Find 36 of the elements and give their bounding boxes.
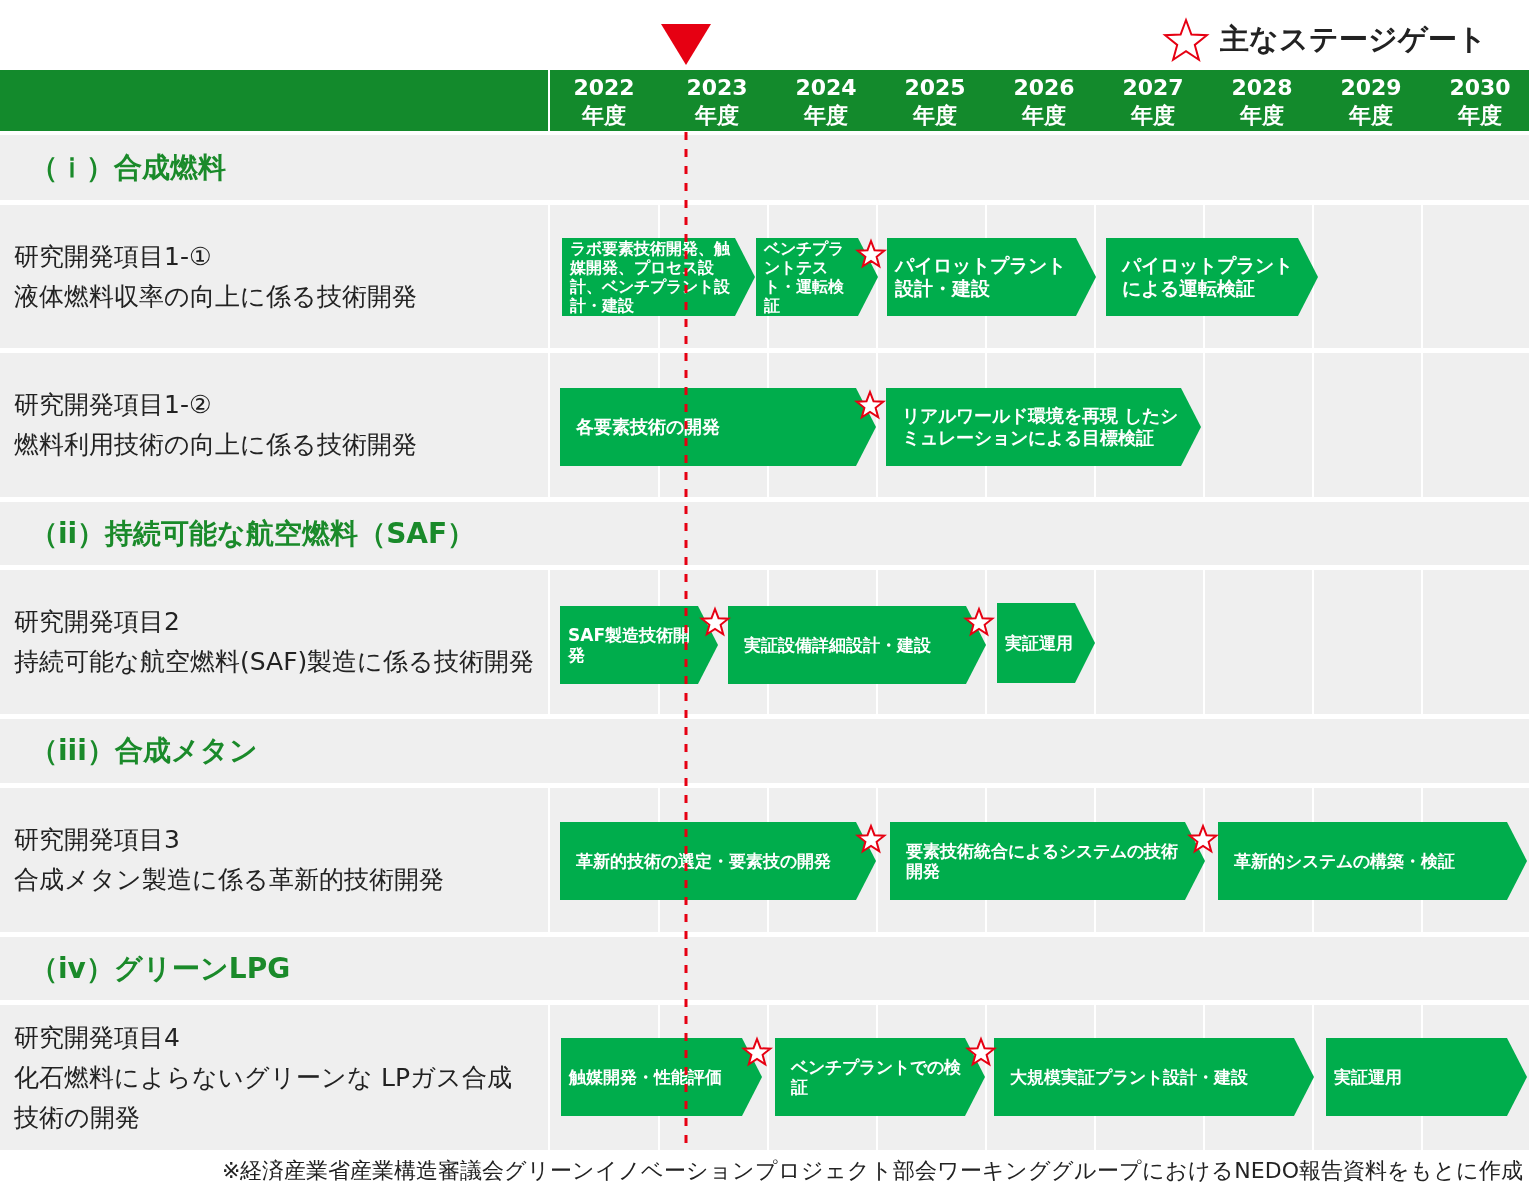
item-title: 燃料利用技術の向上に係る技術開発 <box>14 429 418 461</box>
year-label: 2029年度 <box>1340 74 1402 130</box>
item-number-heading: 研究開発項目1-② <box>14 389 213 421</box>
process-chevron: 実証運用 <box>997 603 1095 683</box>
year-label: 2024年度 <box>795 74 857 130</box>
process-chevron: 要素技術統合によるシステムの技術開発 <box>890 822 1205 900</box>
section-heading-band: （ｉ）合成燃料 <box>0 135 1529 200</box>
process-chevron: ベンチプラントテスト・運転検証 <box>756 238 878 316</box>
year-label: 2026年度 <box>1013 74 1075 130</box>
process-chevron: 実証設備詳細設計・建設 <box>728 606 986 684</box>
item-number-heading: 研究開発項目2 <box>14 606 181 638</box>
process-chevron: 実証運用 <box>1326 1038 1527 1116</box>
item-number-heading: 研究開発項目3 <box>14 824 181 856</box>
item-title: 液体燃料収率の向上に係る技術開発 <box>14 280 418 313</box>
section-heading-band: （ii）持続可能な航空燃料（SAF） <box>0 502 1529 565</box>
section-heading-band: （iv）グリーンLPG <box>0 937 1529 1000</box>
year-label: 2025年度 <box>904 74 966 130</box>
process-chevron: パイロットプラント設計・建設 <box>887 238 1096 316</box>
process-chevron: リアルワールド環境を再現 したシミュレーションによる目標検証 <box>886 388 1201 466</box>
process-chevron: 革新的システムの構築・検証 <box>1218 822 1527 900</box>
year-label: 2022年度 <box>573 74 635 130</box>
year-label: 2027年度 <box>1122 74 1184 130</box>
source-note: ※経済産業省産業構造審議会グリーンイノベーションプロジェクト部会ワーキンググループにおけるNEDO報告資料をもとに作成 <box>221 1157 1523 1185</box>
year-label: 2028年度 <box>1231 74 1293 130</box>
process-chevron: パイロットプラントによる運転検証 <box>1106 238 1318 316</box>
legend-label: 主なステージゲート <box>1220 21 1487 58</box>
year-label: 2023年度 <box>686 74 748 130</box>
section-heading-band: （iii）合成メタン <box>0 719 1529 783</box>
year-label: 2030年度 <box>1449 74 1511 130</box>
item-number-heading: 研究開発項目1-① <box>14 240 213 273</box>
item-title: 化石燃料によらないグリーンな LPガス合成技術の開発 <box>14 1061 513 1134</box>
item-title: 合成メタン製造に係る革新的技術開発 <box>14 864 445 896</box>
item-number-heading: 研究開発項目4 <box>14 1021 181 1054</box>
item-title: 持続可能な航空燃料(SAF)製造に係る技術開発 <box>14 646 536 678</box>
process-chevron: 大規模実証プラント設計・建設 <box>994 1038 1314 1116</box>
process-chevron: ベンチプラントでの検証 <box>775 1038 985 1116</box>
